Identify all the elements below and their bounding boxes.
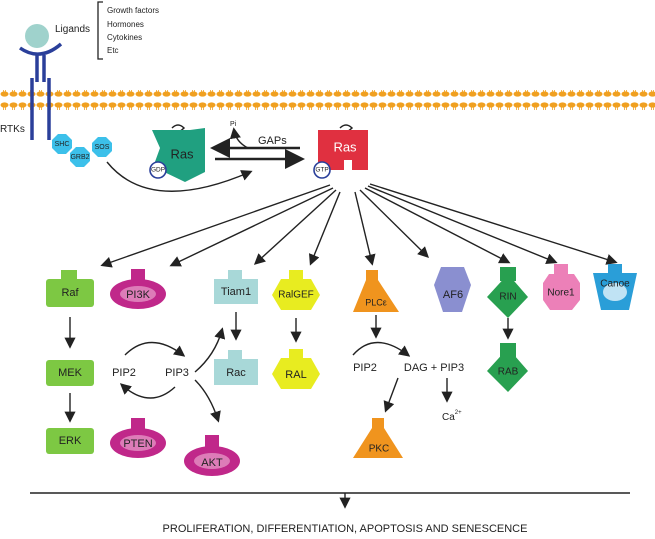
- cell-membrane: [0, 90, 655, 110]
- af6: AF6: [434, 267, 471, 312]
- ralgef: RalGEF: [272, 270, 320, 310]
- svg-text:PI3K: PI3K: [126, 289, 151, 301]
- adaptor-grb2: GRB2: [70, 147, 90, 167]
- pip2-pip3-arrow: [124, 341, 186, 357]
- rin: RIN: [487, 267, 528, 318]
- ligand-item: Growth factors: [107, 6, 159, 15]
- rtks-label: RTKs: [0, 124, 25, 135]
- ras-gtp: Ras GTP: [313, 124, 368, 179]
- outcome-label: PROLIFERATION, DIFFERENTIATION, APOPTOSI…: [163, 523, 528, 535]
- rab: RAB: [487, 343, 528, 392]
- svg-text:RAL: RAL: [285, 369, 306, 381]
- svg-text:PTEN: PTEN: [123, 438, 152, 450]
- svg-text:PKC: PKC: [369, 444, 390, 455]
- svg-text:RalGEF: RalGEF: [278, 290, 314, 301]
- plce: PLCε: [353, 270, 399, 312]
- erk: ERK: [46, 428, 94, 454]
- pi3k: PI3K: [110, 269, 166, 309]
- canoe: Canoe: [593, 264, 637, 310]
- svg-text:Nore1: Nore1: [547, 288, 575, 299]
- dag-pkc-arrow: [383, 377, 399, 413]
- ligand: [25, 24, 49, 48]
- calcium-label: Ca2+: [442, 410, 462, 423]
- pip2-label-2: PIP2: [353, 362, 377, 374]
- pip2-label: PIP2: [112, 367, 136, 379]
- svg-text:AF6: AF6: [443, 289, 463, 301]
- adaptor-sos: SOS: [92, 137, 112, 157]
- pkc: PKC: [353, 418, 403, 458]
- rtk-receptor: [18, 42, 63, 140]
- svg-text:RIN: RIN: [499, 292, 516, 303]
- svg-text:Ras: Ras: [333, 139, 357, 154]
- raf: Raf: [46, 270, 94, 307]
- pip3-pip2-arrow: [119, 383, 176, 399]
- sos-activation-arrow: [106, 161, 253, 192]
- svg-text:PLCε: PLCε: [365, 297, 387, 307]
- akt: AKT: [184, 435, 240, 476]
- svg-text:GTP: GTP: [315, 167, 328, 174]
- pip2-dag-arrow: [352, 341, 411, 357]
- pip3-tiam1-arrow: [194, 327, 226, 373]
- effector-arrows: [100, 183, 618, 268]
- adaptor-shc: SHC: [52, 134, 72, 154]
- rac: Rac: [214, 350, 258, 385]
- mek: MEK: [46, 360, 94, 386]
- tiam1: Tiam1: [214, 270, 258, 304]
- svg-text:Raf: Raf: [61, 287, 79, 299]
- svg-text:AKT: AKT: [201, 457, 223, 469]
- svg-text:SOS: SOS: [95, 144, 110, 151]
- ligand-item: Etc: [107, 46, 119, 55]
- pip3-label: PIP3: [165, 367, 189, 379]
- gaps-label: GAPs: [258, 135, 287, 147]
- pten: PTEN: [110, 418, 166, 458]
- ras-gdp: Ras GDP: [149, 124, 205, 182]
- ral: RAL: [272, 349, 320, 389]
- pip3-akt-arrow: [194, 379, 221, 423]
- svg-text:MEK: MEK: [58, 367, 83, 379]
- ligand-item: Cytokines: [107, 33, 142, 42]
- ligand-item: Hormones: [107, 20, 144, 29]
- svg-text:SHC: SHC: [55, 141, 70, 148]
- pi-label: Pi: [230, 121, 237, 128]
- dag-pip3-label: DAG + PIP3: [404, 362, 464, 374]
- pi-release-arrow: [229, 127, 249, 149]
- svg-text:GRB2: GRB2: [70, 154, 89, 161]
- svg-text:Rac: Rac: [226, 367, 246, 379]
- ligands-bracket: [97, 1, 103, 60]
- svg-text:GDP: GDP: [151, 167, 165, 174]
- svg-text:Tiam1: Tiam1: [221, 286, 251, 298]
- svg-text:ERK: ERK: [59, 435, 82, 447]
- svg-text:Ras: Ras: [170, 146, 194, 161]
- ligands-label: Ligands: [55, 24, 90, 35]
- svg-text:Canoe: Canoe: [600, 279, 630, 290]
- svg-text:RAB: RAB: [498, 367, 519, 378]
- nore1: Nore1: [543, 264, 580, 310]
